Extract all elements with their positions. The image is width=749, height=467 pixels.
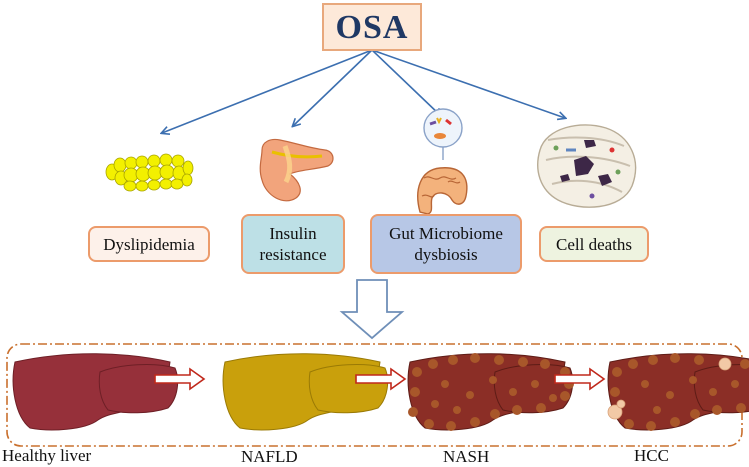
fat-cells-icon (105, 153, 194, 192)
arrow-to-gut (371, 49, 441, 116)
osa-branch-arrows (162, 49, 565, 133)
arrow-to-insulin (293, 49, 373, 126)
stage-label-nash: NASH (443, 447, 490, 466)
arrow-nafld-to-nash (355, 367, 407, 391)
stage-label-nafld: NAFLD (241, 447, 298, 466)
gut-microbiome-icon (417, 108, 468, 215)
factor-box-dyslipidemia: Dyslipidemia (88, 226, 210, 262)
pancreas-icon (259, 138, 334, 202)
factor-label: Cell deaths (555, 234, 632, 254)
tumor-spots (607, 357, 732, 420)
healthy-liver-icon (12, 353, 179, 431)
hcc-liver-icon (607, 353, 749, 431)
factor-box-insulin-resistance: Insulin resistance (241, 214, 345, 274)
arrow-to-dyslipidemia (162, 49, 373, 133)
factor-box-gut-microbiome: Gut Microbiome dysbiosis (370, 214, 522, 274)
factor-label: Insulin resistance (259, 224, 327, 264)
stage-label-healthy: Healthy liver (2, 446, 92, 465)
arrow-healthy-to-nafld (154, 367, 206, 391)
arrow-to-cell (371, 49, 565, 118)
factor-label: Gut Microbiome dysbiosis (389, 224, 503, 264)
cell-icon (537, 124, 637, 208)
arrow-nash-to-hcc (554, 367, 606, 391)
osa-title: OSA (335, 8, 409, 46)
factor-box-cell-deaths: Cell deaths (539, 226, 649, 262)
nash-liver-icon (407, 353, 574, 431)
nafld-liver-icon (222, 353, 389, 431)
stage-arrows (154, 367, 606, 391)
factor-label: Dyslipidemia (103, 234, 195, 254)
stage-label-hcc: HCC (634, 446, 669, 465)
osa-title-box: OSA (322, 3, 422, 51)
down-arrow (339, 279, 405, 340)
